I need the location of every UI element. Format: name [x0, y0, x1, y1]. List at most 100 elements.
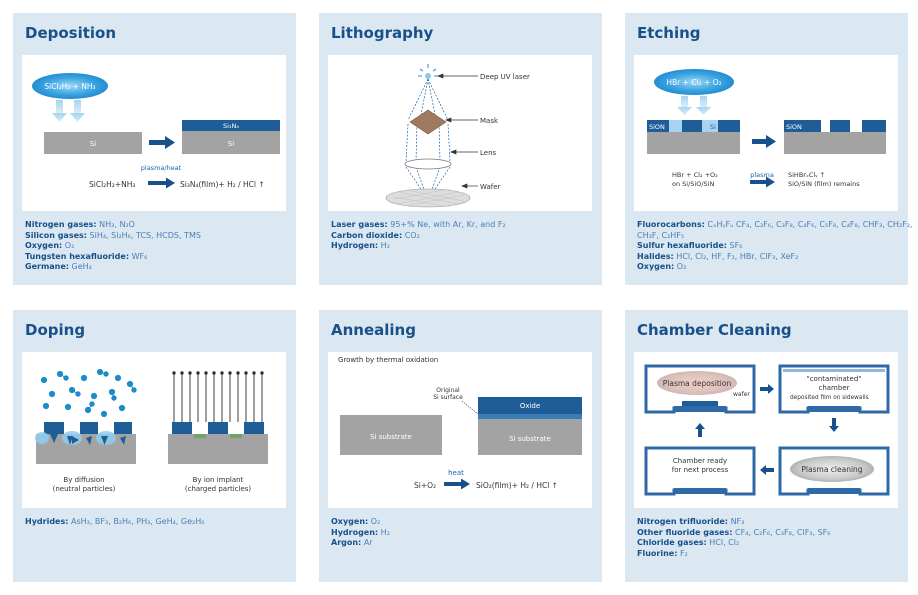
- beam-lines: [405, 78, 451, 196]
- gas-entry: Chloride gases: HCl, Cl₂: [637, 538, 740, 547]
- sion-block: [862, 120, 886, 132]
- gas-entry: Argon: Ar: [331, 538, 373, 547]
- chamber-cleaning: [778, 446, 890, 496]
- si-substrate-label: Si substrate: [370, 433, 412, 441]
- plasma-cleaning-label: Plasma cleaning: [801, 465, 862, 474]
- deep-uv-label: Deep UV laser: [480, 73, 530, 81]
- gas-entry: Hydrogen: H₂: [331, 527, 390, 537]
- panel-title: Chamber Cleaning: [637, 321, 792, 339]
- doping-diagram: By diffusion (neutral particles) By ion …: [22, 352, 286, 508]
- lens-shape: [404, 158, 452, 170]
- gas-entry: Hydrides: AsH₃, BF₃, B₂H₆, PH₃, GeH₄, Ge…: [25, 517, 205, 526]
- si-substrate-right: [182, 131, 280, 154]
- gas-list: Nitrogen trifluoride: NF₃ Other fluoride…: [637, 517, 899, 559]
- reactants-formula: HBr + Cl₂ +O₂: [672, 171, 718, 179]
- gas-entry: Oxygen: O₂: [637, 262, 687, 271]
- si-substrate-right: [478, 419, 582, 455]
- plasma-deposition-label: Plasma deposition: [663, 379, 732, 388]
- doping-panel: Doping: [13, 310, 296, 582]
- reaction-arrow: [148, 177, 175, 189]
- chamber-ready-label: for next process: [672, 466, 729, 474]
- chamber-ready-label: Chamber ready: [673, 457, 727, 465]
- products-formula: SiHBrₓClᵧ ↑: [788, 171, 825, 179]
- mask-shape: [409, 109, 447, 135]
- reactants-formula: SiCl₂H₂+NH₃: [89, 180, 135, 189]
- gas-entry: Nitrogen gases: NH₃, N₂O: [25, 220, 135, 229]
- si-substrate-right: [168, 434, 268, 464]
- panel-title: Deposition: [25, 24, 117, 42]
- diffusion-caption: By diffusion: [63, 476, 104, 484]
- diffusion-arrows: [50, 434, 126, 445]
- diffusion-caption: (neutral particles): [53, 485, 116, 493]
- lithography-panel: Lithography: [319, 13, 602, 285]
- panel-title: Etching: [637, 24, 701, 42]
- sion-label: SiON: [786, 123, 802, 131]
- mask-blocks: [172, 422, 264, 434]
- laser-point: [425, 73, 431, 79]
- process-arrow: [149, 136, 175, 149]
- contaminated-label: "contaminated": [806, 375, 861, 383]
- deposition-diagram: SiCl₂H₂ + NH₃ Si Si₃N₄ Si plasma/heat Si…: [22, 55, 286, 211]
- deposition-panel: Deposition SiCl₂H₂ + NH₃ Si: [13, 13, 296, 285]
- gas-list: Nitrogen gases: NH₃, N₂O Silicon gases: …: [25, 220, 287, 273]
- process-arrow: [752, 135, 776, 148]
- gas-list: Hydrides: AsH₃, BF₃, B₂H₆, PH₃, GeH₄, Ge…: [25, 517, 287, 528]
- si-substrate-left: [647, 132, 740, 154]
- products-formula: SiO/SiN (film) remains: [788, 180, 860, 188]
- gas-bubble: [654, 69, 734, 95]
- wafer-label: Wafer: [480, 183, 501, 191]
- etching-diagram: HBr + Cl₂ + O₂ SiON Si SiON HBr + Cl₂ +O…: [634, 55, 898, 211]
- wafer-grid: [393, 188, 465, 208]
- si-label: Si: [228, 140, 234, 148]
- gas-entry: Hydrogen: H₂: [331, 241, 390, 250]
- annealing-panel: Annealing Growth by thermal oxidation Si…: [319, 310, 602, 582]
- gas-flow-arrows: [677, 96, 711, 115]
- gas-entry: CH₃F, C₂HF₅: [637, 230, 685, 240]
- products-formula: SiO₂(film)+ H₂ / HCl ↑: [476, 481, 558, 490]
- nitride-film: [182, 120, 280, 131]
- cycle-arrows: [695, 384, 839, 475]
- gas-entry: Silicon gases: SiH₄, Si₂H₆, TCS, HCDS, T…: [25, 230, 201, 240]
- chamber-ready: [644, 446, 756, 496]
- implant-caption: By ion implant: [193, 476, 244, 484]
- reactants-formula: on Si/SiO/SiN: [672, 180, 714, 188]
- sion-block: [647, 120, 669, 132]
- wafer-label: wafer: [733, 391, 750, 398]
- sion-block: [830, 120, 850, 132]
- lens-label: Lens: [480, 149, 497, 157]
- gas-entry: Carbon dioxide: CO₂: [331, 230, 420, 240]
- panel-title: Lithography: [331, 24, 434, 42]
- laser-source: [418, 64, 438, 77]
- contaminated-label: chamber: [818, 384, 849, 392]
- gas-bubble: [32, 73, 108, 99]
- lithography-diagram: Deep UV laser Mask Lens Wafer: [328, 55, 592, 211]
- oxide-layer: [478, 397, 582, 414]
- reactants-formula: Si+O₂: [414, 481, 436, 490]
- oxide-underlayer: [478, 414, 582, 419]
- ion-beams: [173, 374, 263, 422]
- diagram-heading: Growth by thermal oxidation: [338, 356, 438, 364]
- gas-flow-arrows: [52, 100, 85, 122]
- sion-label: SiON: [649, 123, 665, 131]
- si-label: Si: [710, 123, 716, 131]
- sion-block: [784, 120, 821, 132]
- chamber-contaminated: [778, 364, 890, 414]
- film-label: Si₃N₄: [223, 122, 239, 130]
- sion-block: [718, 120, 740, 132]
- ion-heads: [172, 371, 264, 375]
- dopant-particles: [40, 368, 137, 418]
- bubble-formula: HBr + Cl₂ + O₂: [666, 78, 721, 87]
- gas-entry: Laser gases: 95+% Ne, with Ar, Kr, and F…: [331, 220, 506, 229]
- si-substrate-left: [44, 132, 142, 154]
- mask-blocks: [44, 422, 132, 434]
- condition-label: plasma/heat: [141, 164, 182, 172]
- products-formula: Si₃N₄(film)+ H₂ / HCl ↑: [180, 180, 265, 189]
- gas-list: Oxygen: O₂ Hydrogen: H₂ Argon: Ar: [331, 517, 593, 549]
- implant-caption: (charged particles): [185, 485, 252, 493]
- chamber-cleaning-diagram: Plasma deposition wafer "contaminated" c…: [634, 352, 898, 508]
- bubble-formula: SiCl₂H₂ + NH₃: [44, 82, 95, 91]
- sion-block: [682, 120, 702, 132]
- gas-entry: Fluorocarbons: CₓHᵧFᵤ CF₄, C₂F₆, C₃F₈, C…: [637, 220, 913, 229]
- chamber-cleaning-panel: Chamber Cleaning: [625, 310, 908, 582]
- annealing-diagram: Growth by thermal oxidation Si substrate…: [328, 352, 592, 508]
